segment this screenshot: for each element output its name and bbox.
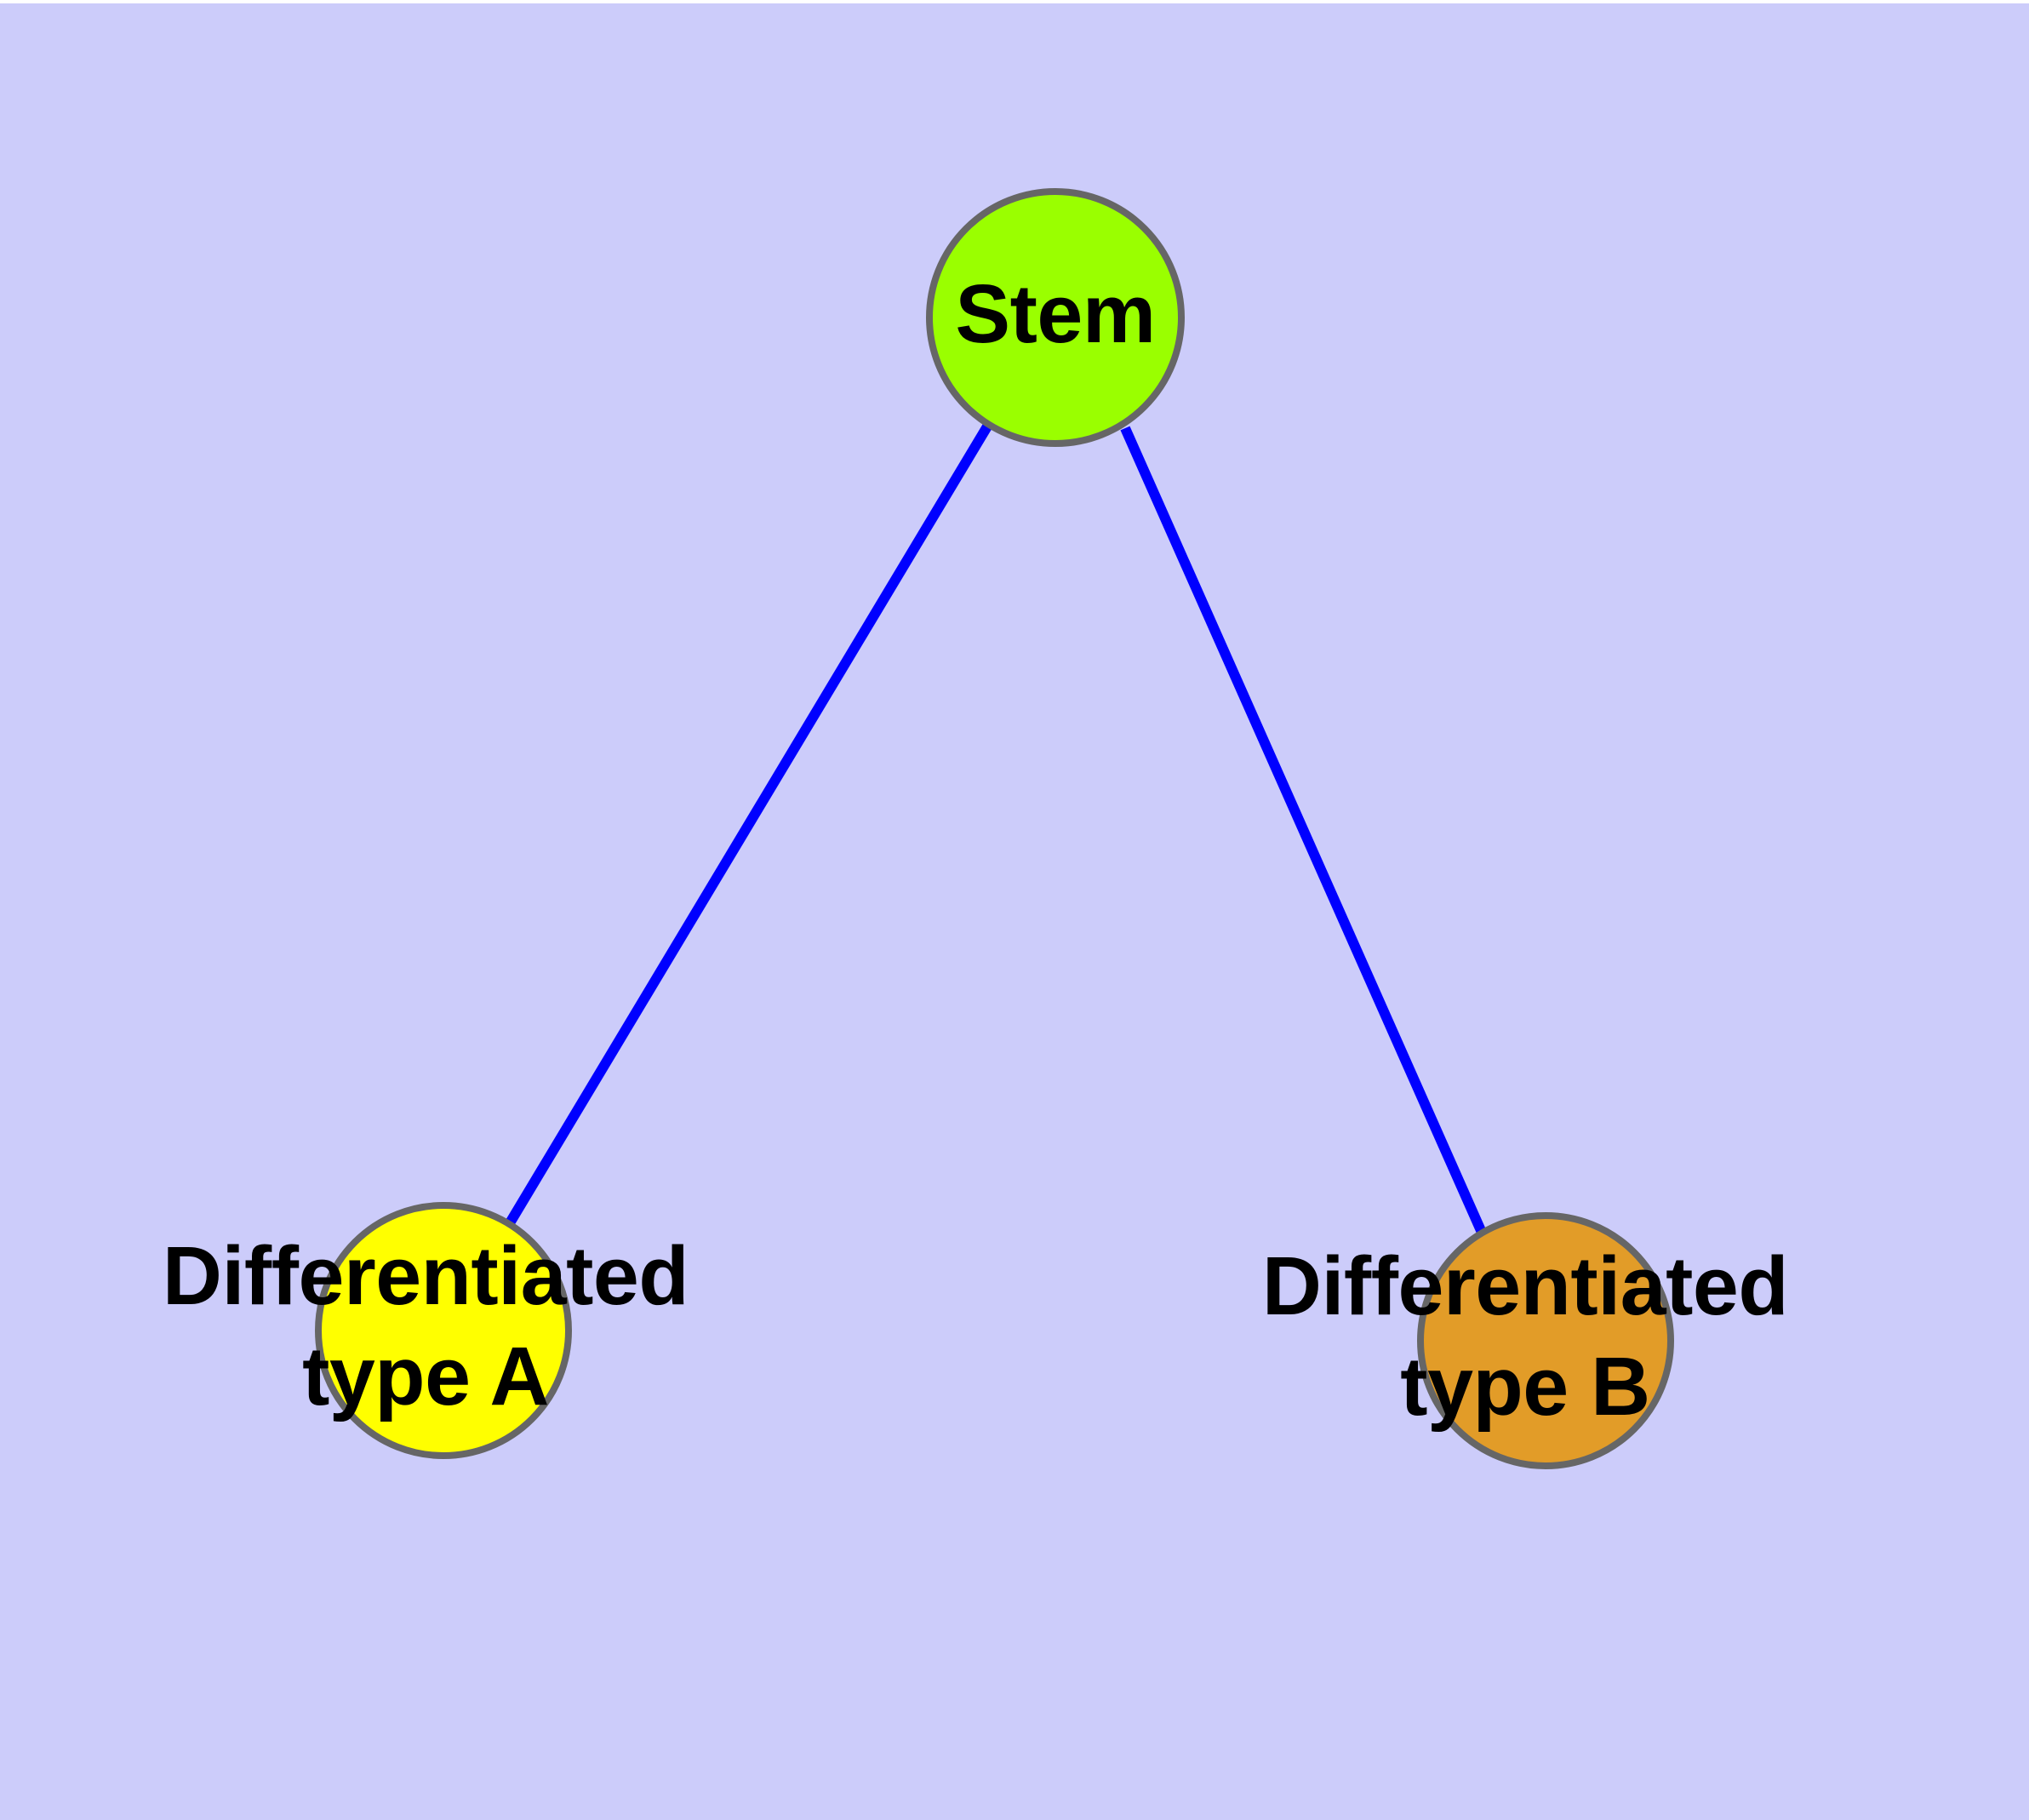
node-stem[interactable] <box>926 188 1185 447</box>
edge-stem-diff-b <box>1120 426 1488 1237</box>
edge-layer <box>503 423 1488 1237</box>
node-layer <box>315 188 1674 1469</box>
node-differentiated-type-a[interactable] <box>315 1202 572 1459</box>
node-differentiated-type-b[interactable] <box>1417 1212 1674 1469</box>
edge-stem-diff-a <box>503 423 992 1229</box>
